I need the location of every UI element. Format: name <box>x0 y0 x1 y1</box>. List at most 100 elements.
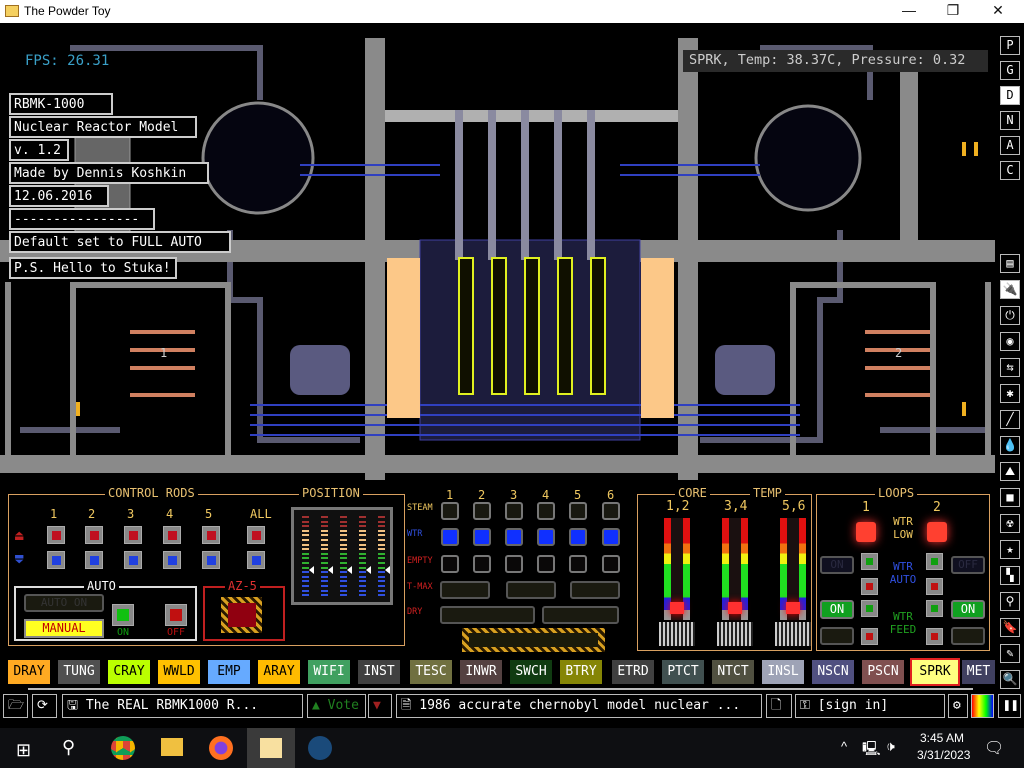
close-button[interactable]: ✕ <box>992 2 1004 18</box>
display-mode-button[interactable] <box>971 694 994 718</box>
az5-button[interactable] <box>221 597 262 633</box>
auto-on-button[interactable] <box>112 604 134 626</box>
element-insl[interactable]: INSL <box>762 660 804 684</box>
report-button[interactable]: 🗋 <box>766 694 792 718</box>
reload-button[interactable]: ⟳ <box>32 694 57 718</box>
open-save-button[interactable]: 🗁 <box>3 694 28 718</box>
rod-down-button[interactable] <box>163 551 181 569</box>
pause-button[interactable]: ❚❚ <box>998 694 1021 718</box>
category-electronics-icon[interactable]: 🔌 <box>1000 280 1020 299</box>
category-decoration-icon[interactable]: ✎ <box>1000 644 1020 663</box>
category-explosives-icon[interactable]: ✱ <box>1000 384 1020 403</box>
tmax-indicator <box>570 581 620 599</box>
simulation-view[interactable]: 1 2 <box>0 23 995 480</box>
network-icon[interactable]: 🖳 <box>862 740 881 756</box>
maximize-button[interactable]: ❐ <box>946 2 960 18</box>
volume-icon[interactable]: 🕩 <box>886 738 895 754</box>
water-indicator <box>602 528 620 546</box>
category-walls-icon[interactable]: ▤ <box>1000 254 1020 273</box>
category-favorites-icon[interactable]: 🔖 <box>1000 618 1020 637</box>
category-radioactive-icon[interactable]: ☢ <box>1000 514 1020 533</box>
tray-chevron-icon[interactable]: ^ <box>841 739 848 754</box>
gauge-pointer <box>328 566 333 574</box>
category-life-icon[interactable]: ▚ <box>1000 566 1020 585</box>
category-tools-icon[interactable]: ⚲ <box>1000 592 1020 611</box>
element-sprk[interactable]: SPRK <box>910 658 960 686</box>
save-name-button[interactable]: 🖫 The REAL RBMK1000 R... <box>62 694 303 718</box>
vote-down-button[interactable]: ▼ <box>368 694 392 718</box>
element-ntct[interactable]: NTCT <box>712 660 754 684</box>
element-inwr[interactable]: INWR <box>460 660 502 684</box>
element-pscn[interactable]: PSCN <box>862 660 904 684</box>
loop-button[interactable] <box>861 578 878 595</box>
tool-mode-a[interactable]: A <box>1000 136 1020 155</box>
start-windows-icon[interactable]: ⊞ <box>16 740 32 760</box>
tool-mode-n[interactable]: N <box>1000 111 1020 130</box>
rod-down-button[interactable] <box>247 551 265 569</box>
steam-icon[interactable] <box>308 736 332 760</box>
search-icon[interactable]: ⚲ <box>62 737 76 757</box>
loop-button[interactable] <box>861 600 878 617</box>
category-gases-icon[interactable]: ╱ <box>1000 410 1020 429</box>
channel-reset-button[interactable] <box>462 628 605 652</box>
element-wwld[interactable]: WWLD <box>158 660 200 684</box>
tool-mode-p[interactable]: P <box>1000 36 1020 55</box>
chrome-icon[interactable] <box>111 736 135 760</box>
tool-mode-c[interactable]: C <box>1000 161 1020 180</box>
rod-up-button[interactable] <box>85 526 103 544</box>
category-powered-icon[interactable]: ⏻ <box>1000 306 1020 325</box>
loop-button[interactable] <box>861 553 878 570</box>
element-cray[interactable]: CRAY <box>108 660 150 684</box>
rod-up-button[interactable] <box>247 526 265 544</box>
category-special-icon[interactable]: ★ <box>1000 540 1020 559</box>
rod-up-button[interactable] <box>163 526 181 544</box>
element-emp[interactable]: EMP <box>208 660 250 684</box>
element-etrd[interactable]: ETRD <box>612 660 654 684</box>
tool-mode-d[interactable]: D <box>1000 86 1020 105</box>
element-inst[interactable]: INST <box>358 660 400 684</box>
element-dray[interactable]: DRAY <box>8 660 50 684</box>
rod-down-button[interactable] <box>47 551 65 569</box>
description-button[interactable]: 🗎 1986 accurate chernobyl model nuclear … <box>396 694 762 718</box>
firefox-icon[interactable] <box>209 736 233 760</box>
sign-in-button[interactable]: ⚿ [sign in] <box>795 694 945 718</box>
element-tung[interactable]: TUNG <box>58 660 100 684</box>
element-scrollbar[interactable] <box>28 688 973 690</box>
element-ptct[interactable]: PTCT <box>662 660 704 684</box>
element-wifi[interactable]: WIFI <box>308 660 350 684</box>
rod-up-button[interactable] <box>47 526 65 544</box>
category-force-icon[interactable]: ⇆ <box>1000 358 1020 377</box>
loop-button[interactable] <box>861 628 878 645</box>
rod-up-button[interactable] <box>124 526 142 544</box>
tool-mode-g[interactable]: G <box>1000 61 1020 80</box>
loop-button[interactable] <box>926 628 943 645</box>
rod-up-button[interactable] <box>202 526 220 544</box>
element-tesc[interactable]: TESC <box>410 660 452 684</box>
notifications-icon[interactable]: 🗨 <box>984 740 1005 757</box>
element-swch[interactable]: SWCH <box>510 660 552 684</box>
rod-down-button[interactable] <box>85 551 103 569</box>
gauge-segment <box>302 543 309 546</box>
category-liquids-icon[interactable]: 💧 <box>1000 436 1020 455</box>
element-nscn[interactable]: NSCN <box>812 660 854 684</box>
category-solids-icon[interactable]: ■ <box>1000 488 1020 507</box>
element-met[interactable]: MET <box>962 660 995 684</box>
minimize-button[interactable]: — <box>902 2 916 18</box>
auto-off-button[interactable] <box>165 604 187 626</box>
loop-button[interactable] <box>926 600 943 617</box>
rod-down-button[interactable] <box>124 551 142 569</box>
loop-button[interactable] <box>926 578 943 595</box>
gauge-segment <box>340 516 347 518</box>
vote-up-button[interactable]: ▲ Vote <box>307 694 366 718</box>
powder-toy-taskbar-button[interactable] <box>247 728 295 768</box>
category-sensors-icon[interactable]: ◉ <box>1000 332 1020 351</box>
category-search-icon[interactable]: 🔍 <box>1000 670 1020 689</box>
element-btry[interactable]: BTRY <box>560 660 602 684</box>
loop-button[interactable] <box>926 553 943 570</box>
rod-down-button[interactable] <box>202 551 220 569</box>
element-aray[interactable]: ARAY <box>258 660 300 684</box>
settings-button[interactable]: ⚙ <box>948 694 968 718</box>
file-explorer-icon[interactable] <box>161 738 183 756</box>
category-powders-icon[interactable]: ⛰ <box>1000 462 1020 481</box>
